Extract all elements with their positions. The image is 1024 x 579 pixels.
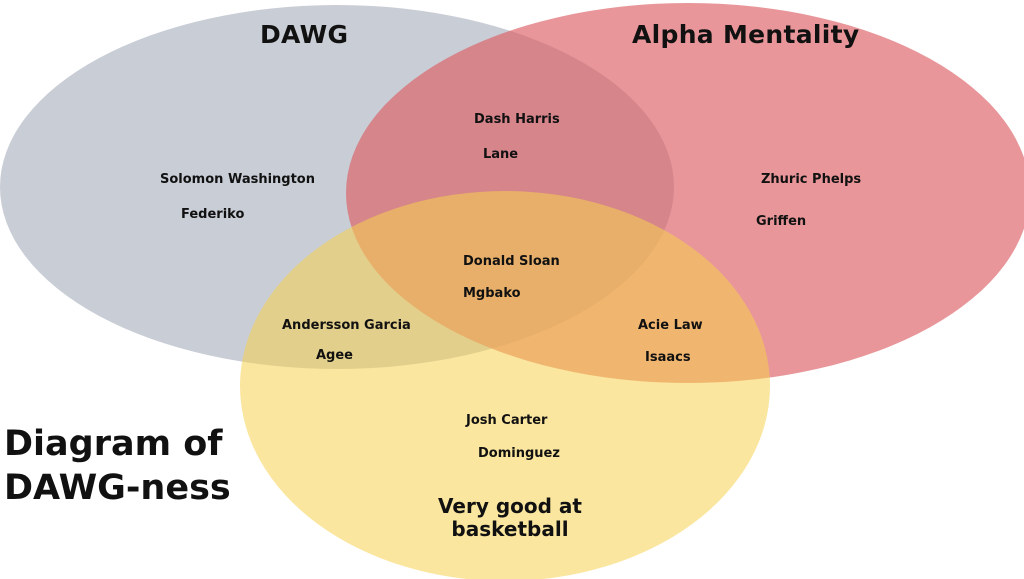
member-josh-carter: Josh Carter: [466, 413, 548, 428]
member-isaacs: Isaacs: [645, 350, 691, 365]
member-andersson-garcia: Andersson Garcia: [282, 318, 411, 333]
member-agee: Agee: [316, 348, 354, 363]
member-donald-sloan: Donald Sloan: [463, 254, 560, 269]
set-circle-basketball: [240, 191, 770, 579]
member-dash-harris: Dash Harris: [474, 112, 560, 127]
member-griffen: Griffen: [756, 214, 807, 229]
set-label-basketball: Very good at basketball: [438, 494, 582, 541]
diagram-title: Diagram of DAWG-ness: [4, 424, 231, 508]
member-lane: Lane: [483, 147, 519, 162]
set-label-dawg: DAWG: [260, 20, 349, 49]
member-federiko: Federiko: [181, 207, 245, 222]
member-solomon-washington: Solomon Washington: [160, 172, 315, 187]
member-zhuric-phelps: Zhuric Phelps: [761, 172, 862, 187]
member-dominguez: Dominguez: [478, 446, 560, 461]
member-mgbako: Mgbako: [463, 286, 521, 301]
set-label-alpha-mentality: Alpha Mentality: [632, 20, 860, 49]
member-acie-law: Acie Law: [638, 318, 703, 333]
